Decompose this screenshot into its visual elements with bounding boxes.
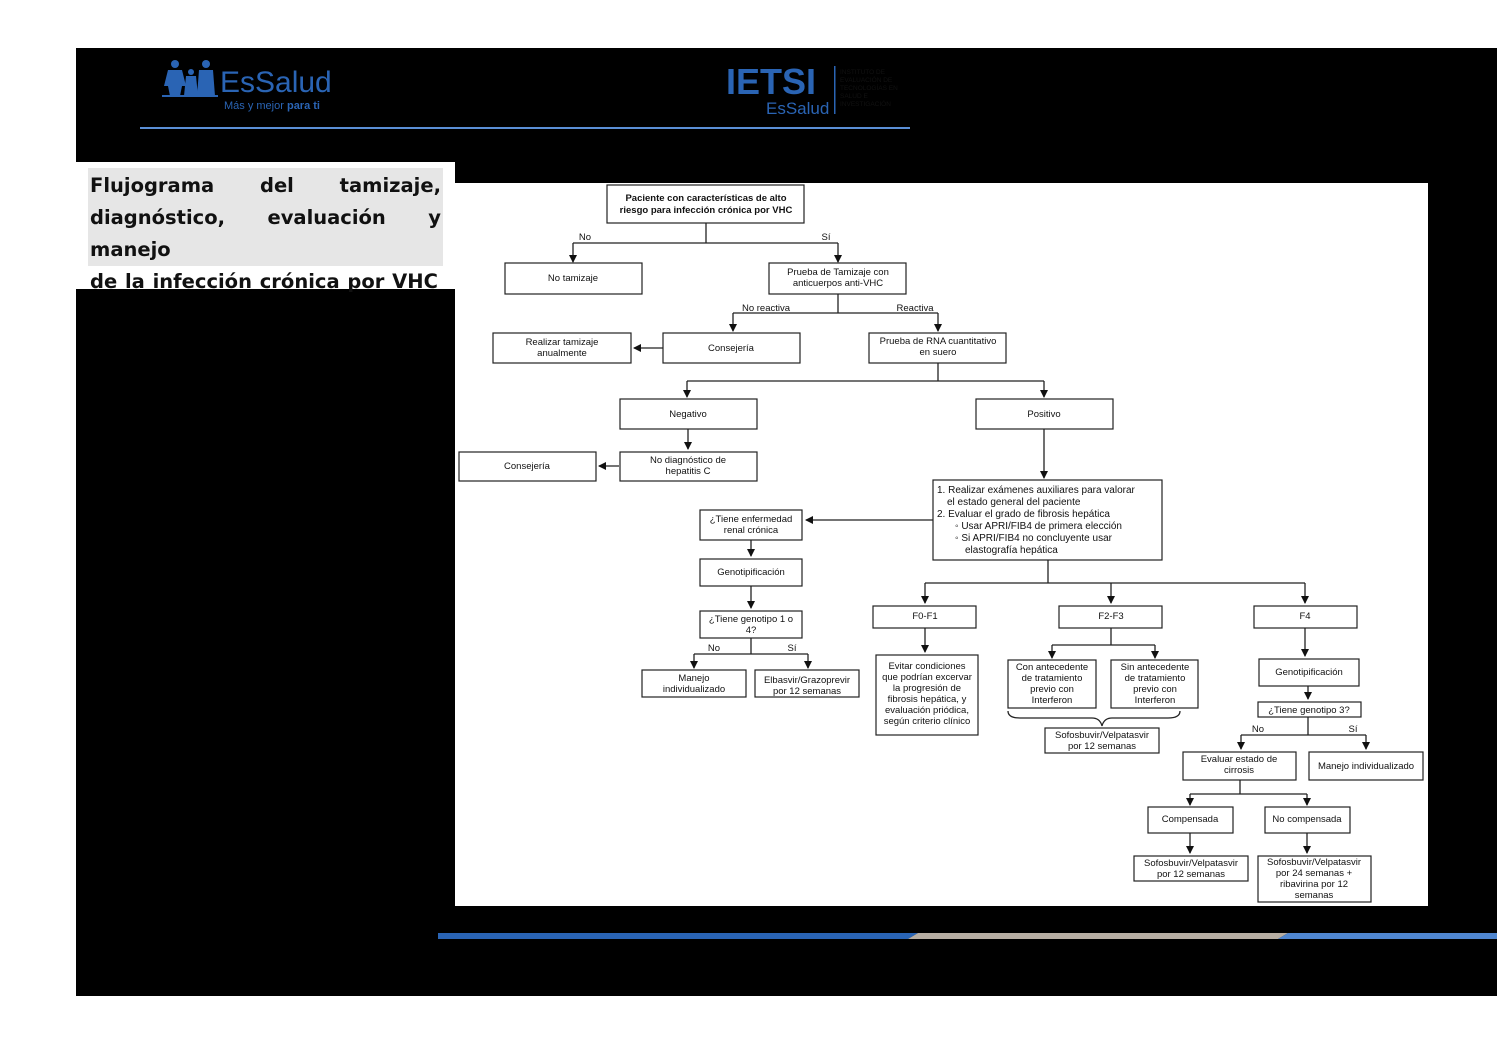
sofosbuvir-24-line: Sofosbuvir/Velpatasvir bbox=[1267, 857, 1361, 868]
svg-text:Más y mejor para ti: Más y mejor para ti bbox=[224, 100, 320, 112]
ietsi-line: EVALUACIÓN DE bbox=[840, 75, 893, 84]
examenes-line: 2. Evaluar el grado de fibrosis hepática bbox=[937, 509, 1110, 520]
examenes-line: ◦ Usar APRI/FIB4 de primera elección bbox=[955, 521, 1122, 532]
evaluar-cirrosis-line: Evaluar estado de bbox=[1201, 754, 1278, 765]
genotipificacion-box-2: Genotipificación bbox=[1275, 667, 1343, 678]
elbasvir-line: Elbasvir/Grazoprevir bbox=[764, 675, 850, 686]
branch-label-no: No bbox=[1252, 724, 1264, 735]
footer-band bbox=[438, 933, 1497, 939]
essalud-tagline: Más y mejor bbox=[224, 100, 287, 112]
ietsi-line: TECNOLOGÍAS EN bbox=[840, 83, 898, 92]
branch-label-no: No bbox=[708, 643, 720, 654]
title-line: diagnóstico, evaluación y manejo bbox=[90, 206, 441, 261]
genotipificacion-box: Genotipificación bbox=[717, 567, 785, 578]
branch-label-si: Sí bbox=[822, 232, 831, 243]
prueba-rna-line: Prueba de RNA cuantitativo bbox=[880, 336, 997, 347]
no-diagnostico-line: No diagnóstico de bbox=[650, 455, 726, 466]
page-title: Flujograma del tamizaje, diagnóstico, ev… bbox=[90, 170, 441, 298]
no-compensada-box: No compensada bbox=[1272, 814, 1342, 825]
branch-label-no: No bbox=[579, 232, 591, 243]
evitar-line: que podrían excervar bbox=[882, 672, 972, 683]
negativo-box: Negativo bbox=[669, 409, 707, 420]
genotipo-1-4-line: ¿Tiene genotipo 1 o bbox=[709, 614, 793, 625]
f2-f3-box: F2-F3 bbox=[1098, 611, 1123, 622]
no-tamizaje-box: No tamizaje bbox=[548, 273, 598, 284]
consejeria-box: Consejería bbox=[708, 343, 755, 354]
branch-label-no-reactiva: No reactiva bbox=[742, 303, 791, 314]
examenes-line: el estado general del paciente bbox=[947, 497, 1081, 508]
examenes-line: ◦ Si APRI/FIB4 no concluyente usar bbox=[955, 533, 1113, 544]
flowchart: Paciente con características de alto rie… bbox=[455, 183, 1428, 906]
title-background bbox=[88, 168, 443, 266]
evitar-line: evaluación priódica, bbox=[885, 705, 969, 716]
sofosbuvir-12-line: Sofosbuvir/Velpatasvir bbox=[1055, 730, 1149, 741]
start-box-line: Paciente con características de alto bbox=[625, 193, 786, 204]
con-antecedente-line: previo con bbox=[1030, 684, 1074, 695]
title-line: Flujograma del tamizaje, bbox=[90, 174, 441, 197]
sofosbuvir-12-line: por 12 semanas bbox=[1068, 741, 1136, 752]
branch-label-reactiva: Reactiva bbox=[897, 303, 935, 314]
manejo-individualizado-box: Manejo individualizado bbox=[1318, 761, 1414, 772]
compensada-box: Compensada bbox=[1162, 814, 1219, 825]
family-figures-icon bbox=[162, 60, 218, 97]
sin-antecedente-line: de tratamiento bbox=[1125, 673, 1186, 684]
f4-box: F4 bbox=[1299, 611, 1310, 622]
consejeria-box-2: Consejería bbox=[504, 461, 551, 472]
header-rule bbox=[140, 127, 910, 129]
essalud-tagline-bold: para ti bbox=[287, 100, 320, 112]
evitar-line: la progresión de bbox=[893, 683, 961, 694]
prueba-tamizaje-line: anticuerpos anti-VHC bbox=[793, 278, 883, 289]
sofosbuvir-24-line: semanas bbox=[1295, 890, 1334, 901]
renal-line: renal crónica bbox=[724, 525, 779, 536]
positivo-box: Positivo bbox=[1027, 409, 1060, 420]
renal-line: ¿Tiene enfermedad bbox=[710, 514, 793, 525]
ietsi-line: SALUD E bbox=[840, 93, 868, 100]
ietsi-line: INSTITUTO DE bbox=[840, 69, 886, 76]
manejo-line: Manejo bbox=[678, 673, 709, 684]
ietsi-line: INVESTIGACIÓN bbox=[840, 99, 891, 108]
sofosbuvir-12b-line: Sofosbuvir/Velpatasvir bbox=[1144, 858, 1238, 869]
sin-antecedente-line: previo con bbox=[1133, 684, 1177, 695]
sin-antecedente-line: Interferon bbox=[1135, 695, 1176, 706]
boxes bbox=[458, 184, 1424, 903]
examenes-line: 1. Realizar exámenes auxiliares para val… bbox=[937, 485, 1136, 496]
realizar-anual-line: Realizar tamizaje bbox=[526, 337, 599, 348]
con-antecedente-line: de tratamiento bbox=[1022, 673, 1083, 684]
evaluar-cirrosis-line: cirrosis bbox=[1224, 765, 1254, 776]
elbasvir-line: por 12 semanas bbox=[773, 686, 841, 697]
sofosbuvir-24-line: ribavirina por 12 bbox=[1280, 879, 1348, 890]
genotipo-1-4-line: 4? bbox=[746, 625, 757, 636]
con-antecedente-line: Interferon bbox=[1032, 695, 1073, 706]
ietsi-acronym: IETSI bbox=[726, 62, 816, 102]
prueba-tamizaje-line: Prueba de Tamizaje con bbox=[787, 267, 889, 278]
sin-antecedente-line: Sin antecedente bbox=[1121, 662, 1190, 673]
ietsi-logo: IETSI EsSalud INSTITUTO DE EVALUACIÓN DE… bbox=[726, 62, 898, 118]
manejo-line: individualizado bbox=[663, 684, 725, 695]
essalud-name: EsSalud bbox=[220, 66, 332, 99]
title-line: de la infección crónica por VHC bbox=[90, 270, 438, 293]
genotipo-3-box: ¿Tiene genotipo 3? bbox=[1268, 705, 1350, 716]
f0-f1-box: F0-F1 bbox=[912, 611, 937, 622]
examenes-line: elastografía hepática bbox=[965, 545, 1058, 556]
essalud-logo: EsSalud Más y mejor para ti bbox=[162, 60, 332, 112]
prueba-rna-line: en suero bbox=[920, 347, 957, 358]
branch-label-si: Sí bbox=[788, 643, 797, 654]
branch-label-si: Sí bbox=[1349, 724, 1358, 735]
evitar-line: fibrosis hepática, y bbox=[888, 694, 967, 705]
connectors bbox=[569, 223, 1370, 854]
realizar-anual-line: anualmente bbox=[537, 348, 587, 359]
ietsi-sub: EsSalud bbox=[766, 99, 829, 118]
start-box-line: riesgo para infección crónica por VHC bbox=[620, 205, 793, 216]
evitar-line: Evitar condiciones bbox=[888, 661, 965, 672]
sofosbuvir-24-line: por 24 semanas + bbox=[1276, 868, 1353, 879]
sofosbuvir-12b-line: por 12 semanas bbox=[1157, 869, 1225, 880]
con-antecedente-line: Con antecedente bbox=[1016, 662, 1088, 673]
evitar-line: según criterio clínico bbox=[884, 716, 971, 727]
no-diagnostico-line: hepatitis C bbox=[666, 466, 711, 477]
